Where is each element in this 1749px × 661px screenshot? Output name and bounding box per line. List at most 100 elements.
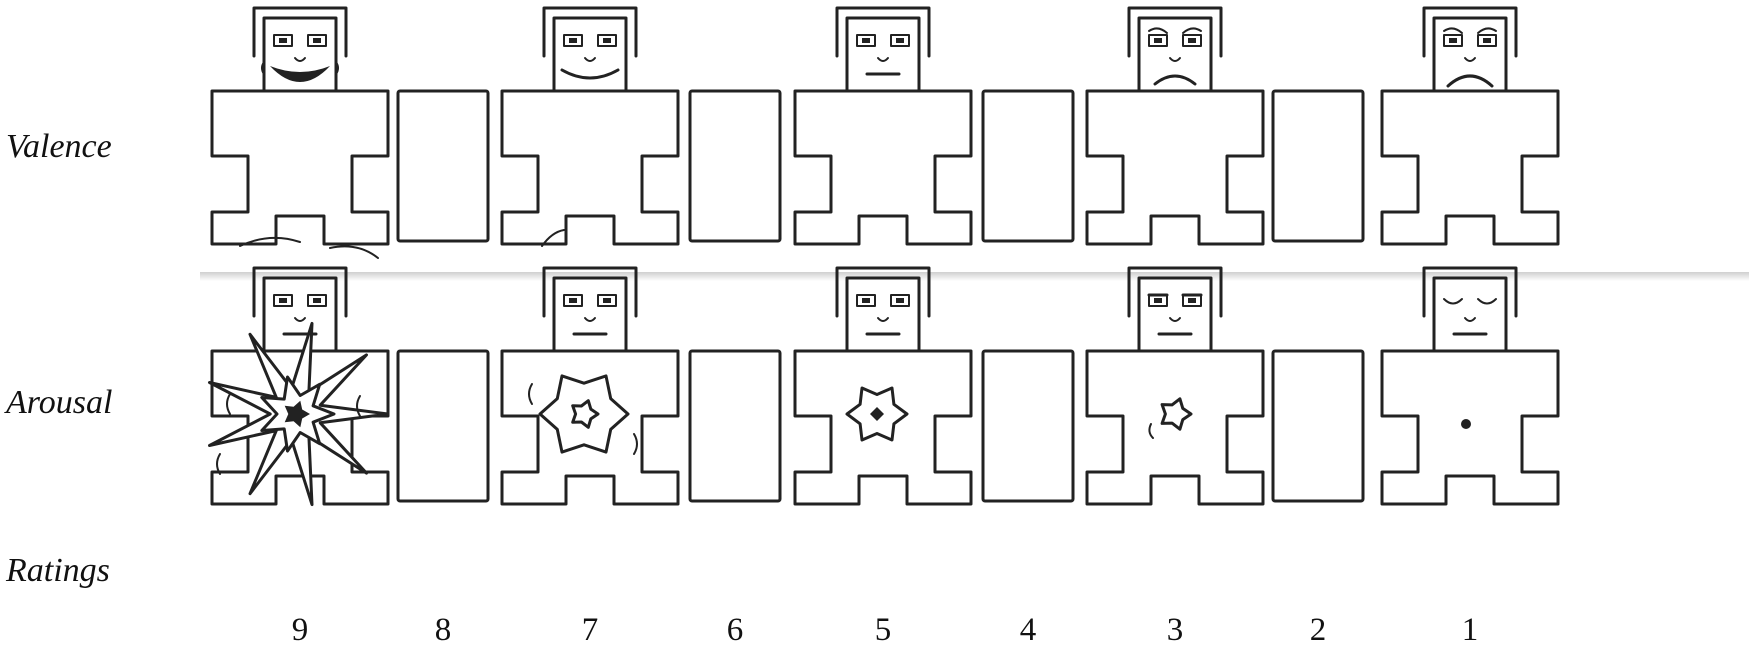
body-outline [1085, 89, 1265, 246]
burst-large-inner [571, 399, 600, 429]
motion-line [528, 383, 533, 405]
nose [877, 57, 889, 62]
eye-left-pupil [1154, 298, 1162, 303]
nose [1169, 317, 1181, 322]
eye-left-pupil [569, 38, 577, 43]
burst-small [1160, 397, 1193, 431]
body-outline [793, 349, 973, 506]
blank-box [396, 349, 490, 503]
rating-8: 8 [434, 612, 452, 648]
blank-rating-box [1271, 89, 1365, 243]
eye-right [1477, 34, 1497, 47]
head [1137, 276, 1213, 353]
blank-rating-box [688, 349, 782, 503]
motion-line [1148, 423, 1154, 439]
vibration-line [541, 229, 565, 247]
mouth-happy [560, 68, 620, 80]
body-outline [793, 89, 973, 246]
row-divider [200, 272, 1749, 281]
vibration-line-right [329, 245, 379, 259]
cheek-right [335, 61, 339, 75]
nose [877, 317, 889, 322]
arousal-row [208, 229, 1560, 507]
body-outline [500, 349, 680, 506]
rating-1: 1 [1461, 612, 1479, 648]
brow-left [1443, 27, 1463, 34]
body-outline [500, 89, 680, 246]
blank-box [688, 349, 782, 503]
brow-right [1182, 27, 1202, 34]
rating-7: 7 [581, 612, 599, 648]
ratings-label: Ratings [6, 552, 110, 589]
explosion-core [284, 400, 310, 428]
hair-outline [252, 266, 348, 318]
eye-left-pupil [1449, 38, 1457, 43]
hair-outline [835, 266, 931, 318]
eye-right [597, 294, 617, 307]
motion-line [633, 433, 638, 455]
eye-closed-left [1443, 298, 1463, 305]
head [552, 16, 628, 93]
burst-medium-core [870, 407, 884, 421]
sam-figure [793, 266, 973, 506]
eye-left [563, 34, 583, 47]
hair-outline [1127, 266, 1223, 318]
motion-line [356, 395, 361, 417]
calm-dot [1461, 419, 1471, 429]
eye-left [1148, 34, 1168, 47]
nose [584, 317, 596, 322]
head [845, 16, 921, 93]
blank-rating-box [981, 89, 1075, 243]
sam-figure [1085, 6, 1265, 246]
sam-figure [208, 236, 390, 507]
eye-right-pupil [603, 38, 611, 43]
sam-figure [1085, 266, 1265, 506]
hair-outline [835, 6, 931, 58]
body-outline [210, 89, 390, 246]
eye-right-pupil [896, 298, 904, 303]
eye-left [856, 34, 876, 47]
rating-5: 5 [874, 612, 892, 648]
sam-figure [1380, 266, 1560, 506]
eye-right [307, 294, 327, 307]
eye-left-pupil [862, 38, 870, 43]
nose [1464, 57, 1476, 62]
eye-right-pupil [1188, 298, 1196, 303]
sam-figure [500, 229, 680, 506]
eye-left [273, 294, 293, 307]
hair-outline [252, 6, 348, 58]
sam-figure [210, 6, 390, 246]
eye-left [856, 294, 876, 307]
eye-right-pupil [313, 38, 321, 43]
eye-closed-right [1477, 298, 1497, 305]
mouth-sad [1153, 74, 1197, 86]
eye-left-pupil [569, 298, 577, 303]
valence-label: Valence [6, 128, 112, 165]
vibration-line-left [239, 236, 301, 247]
burst-medium [845, 386, 909, 442]
blank-rating-box [688, 89, 782, 243]
motion-line [216, 453, 221, 475]
mouth-very-sad [1446, 74, 1494, 88]
blank-box [688, 89, 782, 243]
cheek-left [261, 61, 265, 75]
eye-right-pupil [313, 298, 321, 303]
sam-figure [500, 6, 680, 246]
eye-left [1443, 34, 1463, 47]
blank-box [981, 349, 1075, 503]
head [1432, 276, 1508, 353]
eye-right-pupil [1188, 38, 1196, 43]
eye-left [563, 294, 583, 307]
blank-box [1271, 349, 1365, 503]
sam-figure [793, 6, 973, 246]
mouth-big-smile [270, 66, 330, 82]
blank-rating-box [396, 89, 490, 243]
rating-3: 3 [1166, 612, 1184, 648]
brow-right [1477, 27, 1497, 34]
eye-right [597, 34, 617, 47]
body-outline [1380, 89, 1560, 246]
hair-outline [542, 6, 638, 58]
eye-left-pupil [279, 298, 287, 303]
blank-rating-box [396, 349, 490, 503]
